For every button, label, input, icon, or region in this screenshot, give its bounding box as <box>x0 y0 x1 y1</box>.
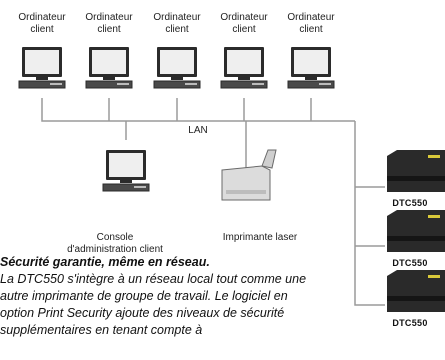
lan-label: LAN <box>188 125 208 136</box>
monitor-stand <box>120 180 132 183</box>
drive-slot <box>319 83 331 85</box>
client-label-1: Ordinateur client <box>18 12 66 35</box>
monitor-stand <box>238 77 250 80</box>
desktop-base <box>85 80 133 89</box>
client-computer-5 <box>287 47 335 89</box>
client-label-4: Ordinateur client <box>220 12 268 35</box>
monitor-screen <box>160 50 194 74</box>
laser-printer-paper <box>261 149 277 169</box>
desktop-base <box>18 80 66 89</box>
caption: Sécurité garantie, même en réseau. La DT… <box>0 254 310 339</box>
card-printer-slot <box>387 236 445 241</box>
card-printer-panel <box>428 275 440 278</box>
client-label-2: Ordinateur client <box>85 12 133 35</box>
client-computer-1 <box>18 47 66 89</box>
drive-slot <box>134 186 146 188</box>
card-printer-slot <box>387 296 445 301</box>
monitor-screen <box>25 50 59 74</box>
monitor-screen <box>92 50 126 74</box>
monitor-stand <box>171 77 183 80</box>
client-label-5: Ordinateur client <box>287 12 335 35</box>
monitor-stand <box>103 77 115 80</box>
monitor-stand <box>305 77 317 80</box>
monitor-screen <box>227 50 261 74</box>
console-label: Console d'administration client <box>67 232 163 255</box>
laser-printer-label: Imprimante laser <box>222 232 298 243</box>
card-printer-label-2: DTC550 <box>392 258 428 268</box>
lan-riser <box>354 121 385 306</box>
monitor-stand <box>36 77 48 80</box>
card-printer-body <box>387 150 445 192</box>
desktop-base <box>287 80 335 89</box>
card-printer-panel <box>428 155 440 158</box>
desktop-base <box>220 80 268 89</box>
caption-title: Sécurité garantie, même en réseau. <box>0 255 210 269</box>
drive-slot <box>252 83 264 85</box>
laser-printer-body <box>221 165 271 201</box>
devices-layer <box>18 47 445 312</box>
drive-slot <box>185 83 197 85</box>
card-printer-slot <box>387 176 445 181</box>
client-computer-3 <box>153 47 201 89</box>
desktop-base <box>102 183 150 192</box>
client-computer-4 <box>220 47 268 89</box>
card-printer-2 <box>387 210 445 252</box>
card-printer-label-3: DTC550 <box>392 318 428 328</box>
card-printer-label-1: DTC550 <box>392 198 428 208</box>
lan-backbone <box>41 98 355 122</box>
monitor-screen <box>294 50 328 74</box>
drive-slot <box>50 83 62 85</box>
caption-body: La DTC550 s'intègre à un réseau local to… <box>0 272 307 337</box>
laser-printer-tray <box>226 190 266 194</box>
desktop-base <box>153 80 201 89</box>
monitor-screen <box>109 153 143 177</box>
card-printer-panel <box>428 215 440 218</box>
card-printer-body <box>387 270 445 312</box>
client-label-3: Ordinateur client <box>153 12 201 35</box>
card-printer-3 <box>387 270 445 312</box>
laser-printer <box>221 149 277 201</box>
drive-slot <box>117 83 129 85</box>
client-computer-2 <box>85 47 133 89</box>
card-printer-body <box>387 210 445 252</box>
console-computer <box>102 150 150 192</box>
card-printer-1 <box>387 150 445 192</box>
